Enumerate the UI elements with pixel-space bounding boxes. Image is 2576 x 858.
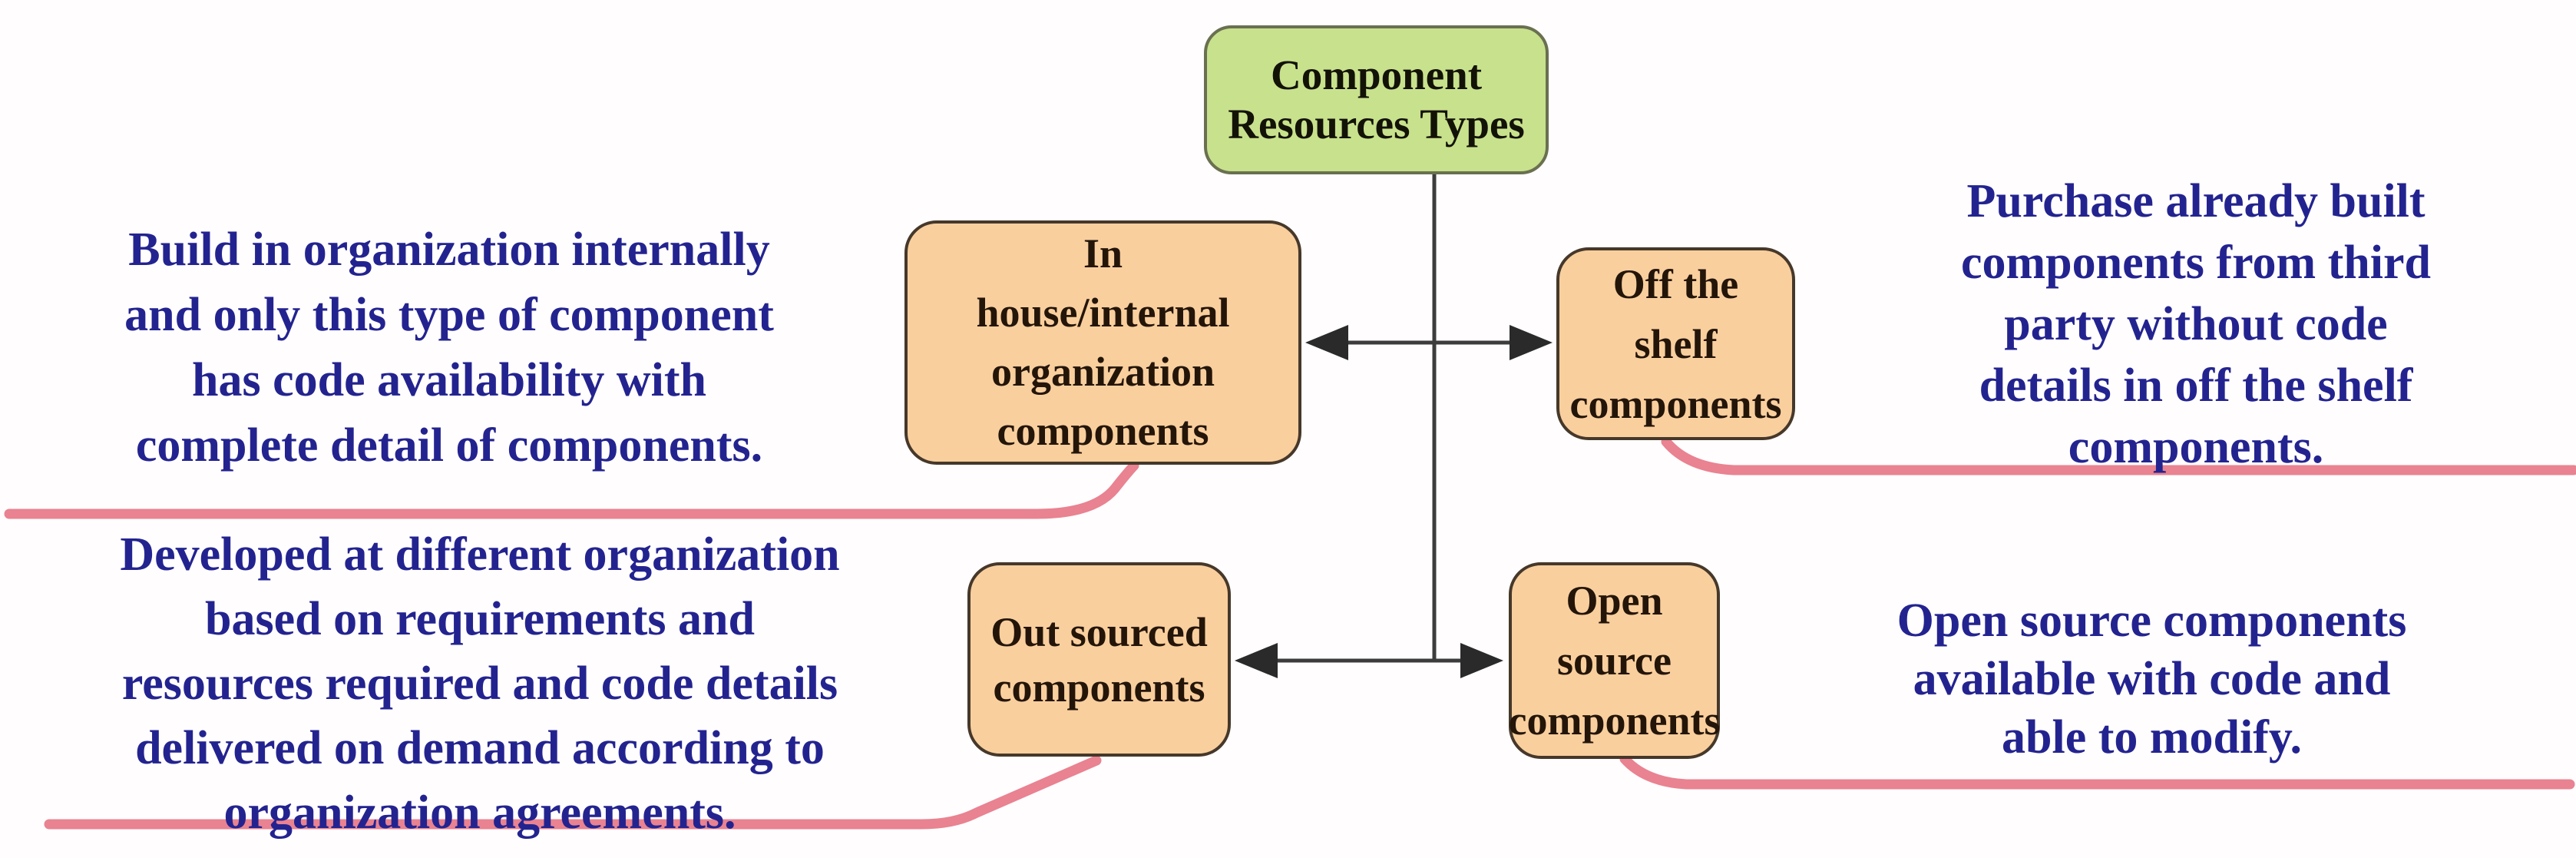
arrow-top-row (1305, 325, 1553, 360)
highlight-line-open-source (1619, 754, 2575, 790)
arrowhead-right-off-shelf (1510, 325, 1553, 360)
node-open-source-components: Open source components (1508, 562, 1721, 759)
annotation-in-house-description: Build in organization internally and onl… (124, 224, 774, 472)
node-label: Open source components (1508, 578, 1721, 744)
arrowhead-right-open-source (1460, 643, 1503, 678)
highlight-line-in-house (4, 460, 1139, 519)
node-in-house-internal-organization-components: In house/internal organization component… (904, 220, 1301, 465)
node-out-sourced-components: Out sourced components (967, 562, 1231, 757)
node-label: In house/internal organization component… (976, 230, 1230, 454)
node-label: Component Resources Types (1228, 51, 1525, 147)
highlight-line-out-sourced (44, 755, 1102, 830)
node-off-the-shelf-components: Off the shelf components (1556, 247, 1795, 440)
node-label: Off the shelf components (1569, 260, 1782, 427)
arrow-bottom-row (1235, 643, 1503, 678)
node-label: Out sourced components (990, 608, 1208, 711)
annotation-out-sourced-description: Developed at different organization base… (120, 528, 840, 839)
arrowhead-left-in-house (1305, 325, 1348, 360)
highlight-line-off-shelf (1661, 436, 2576, 475)
arrowhead-left-out-sourced (1235, 643, 1278, 678)
annotation-open-source-description: Open source components available with co… (1896, 595, 2407, 764)
annotation-off-the-shelf-description: Purchase already built components from t… (1961, 175, 2431, 473)
node-component-resources-types: Component Resources Types (1204, 25, 1549, 174)
